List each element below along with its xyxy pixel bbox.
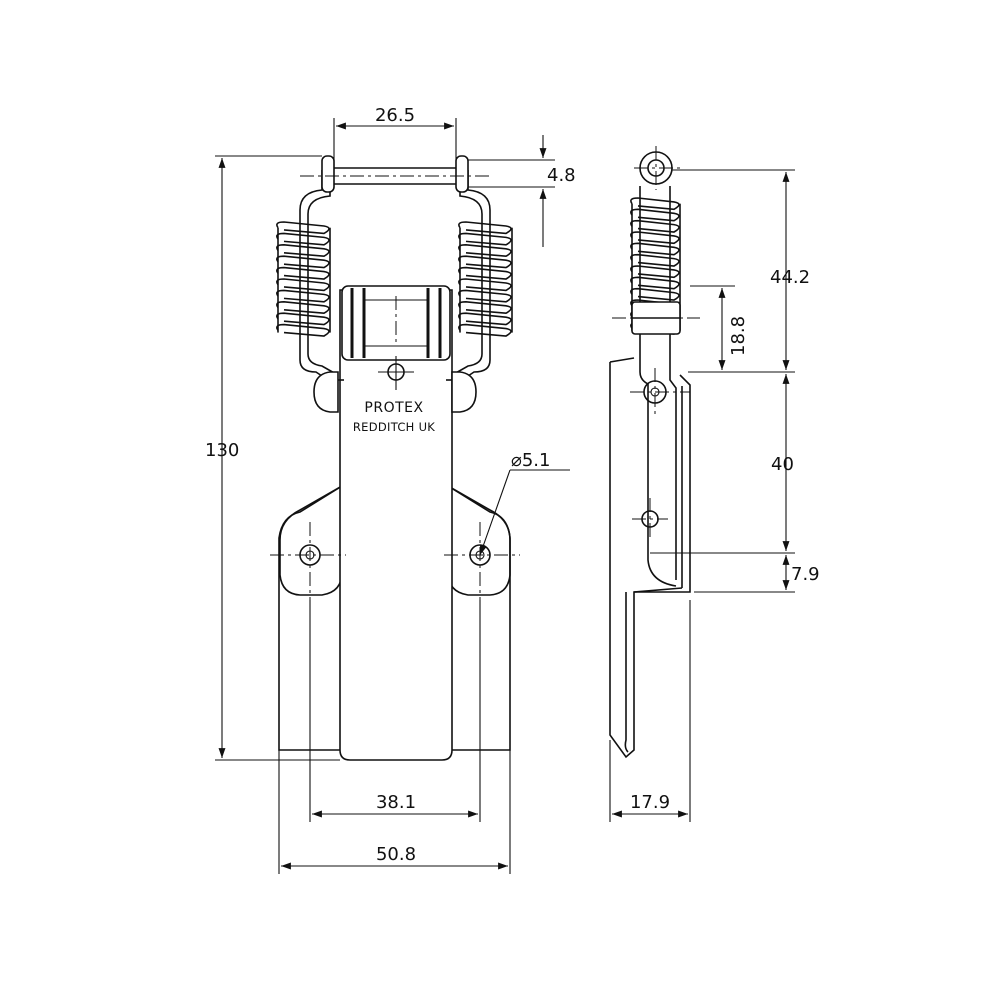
side-base-plate-inner	[624, 592, 629, 753]
spring-coil	[276, 289, 330, 303]
spring-coil	[630, 265, 680, 279]
right-mounting-hole	[444, 522, 520, 600]
spring-coil	[630, 197, 680, 211]
strap-hole	[378, 356, 414, 390]
dim-side-lower: 7.9	[694, 555, 820, 593]
dim-hole-spacing-label: 38.1	[376, 792, 416, 813]
spring-coil	[630, 276, 680, 290]
side-view: 44.2 18.8 40 7.9 17.9	[609, 146, 820, 822]
dim-side-middle-label: 40	[771, 454, 794, 475]
brand-mark: PROTEX	[364, 400, 423, 416]
dim-side-depth: 17.9	[609, 600, 691, 822]
spring-coil	[458, 312, 512, 326]
spring-coil	[276, 278, 330, 292]
dim-side-upper: 44.2	[672, 169, 810, 373]
dim-pin-offset-label: 4.8	[547, 165, 576, 186]
latch-strap	[339, 289, 453, 761]
spring-coil	[630, 287, 680, 301]
dim-side-spring: 18.8	[690, 285, 749, 373]
location-mark: REDDITCH UK	[353, 420, 435, 434]
right-spring	[458, 221, 513, 337]
spring-coil	[458, 255, 512, 269]
spring-coil	[276, 221, 330, 235]
dim-overall-height: 130	[205, 155, 340, 761]
spring-coil	[458, 221, 512, 235]
base-left-ear	[279, 485, 343, 596]
spring-coil	[276, 232, 330, 246]
left-mounting-hole	[270, 522, 346, 600]
dim-top-width-label: 26.5	[375, 105, 415, 126]
top-pin	[300, 155, 490, 193]
spring-coil	[276, 243, 330, 258]
left-spring-hook-inner	[307, 170, 337, 375]
spring-coil	[458, 232, 512, 246]
right-spring-hook	[461, 170, 491, 410]
dim-side-spring-label: 18.8	[728, 316, 749, 356]
spring-coil	[630, 253, 680, 267]
pivot-lugs	[313, 371, 477, 413]
dim-overall-height-label: 130	[205, 440, 239, 461]
spring-coil	[276, 312, 330, 326]
spring-coil	[458, 300, 512, 315]
dim-top-width: 26.5	[333, 105, 457, 160]
spring-coil	[630, 242, 680, 256]
spring-coil	[458, 266, 512, 280]
dim-pin-offset: 4.8	[468, 135, 576, 247]
dim-side-depth-label: 17.9	[630, 792, 670, 813]
left-spring	[276, 221, 331, 337]
hole-diameter-callout: ⌀5.1	[479, 450, 570, 556]
spring-coil	[276, 255, 330, 269]
side-top-eye	[634, 146, 680, 190]
spring-coil	[458, 289, 512, 303]
dim-side-middle: 40	[650, 374, 795, 554]
spring-coil	[276, 266, 330, 280]
side-mounting-hole	[632, 498, 668, 540]
dim-hole-spacing: 38.1	[309, 600, 481, 822]
dim-base-width: 50.8	[278, 750, 511, 874]
spring-coil	[630, 219, 680, 233]
dim-side-lower-label: 7.9	[791, 564, 820, 585]
spring-coil	[630, 231, 680, 245]
spring-coil	[458, 278, 512, 292]
front-view: PROTEX REDDITCH UK ⌀5.1 26.5	[205, 105, 576, 874]
spring-coil	[630, 208, 680, 222]
spring-coil	[458, 323, 512, 337]
left-spring-hook	[299, 170, 329, 410]
spring-coil	[276, 300, 330, 315]
spring-coil	[458, 243, 512, 258]
right-spring-hook-inner	[453, 170, 483, 375]
hole-diameter-label: ⌀5.1	[511, 450, 550, 471]
side-base-plate	[609, 362, 691, 759]
dim-base-width-label: 50.8	[376, 844, 416, 865]
side-pivot-hole	[630, 368, 690, 416]
dim-side-upper-label: 44.2	[770, 267, 810, 288]
spring-coil	[276, 323, 330, 337]
base-right-ear	[447, 485, 511, 596]
